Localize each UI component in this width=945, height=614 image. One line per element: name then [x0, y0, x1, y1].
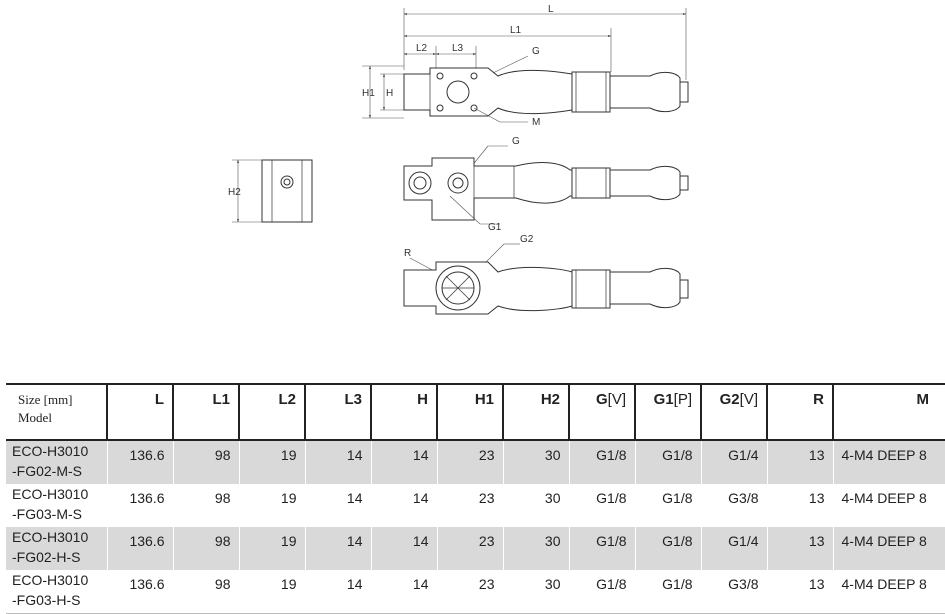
- col-header-L1: L1: [172, 383, 239, 441]
- cell-H: 14: [370, 570, 437, 614]
- model-cell: ECO-H3010-FG02-H-S: [6, 527, 107, 570]
- end-view: H2: [228, 159, 313, 223]
- cell-H2: 30: [502, 440, 569, 484]
- dim-L-label: L: [548, 4, 554, 15]
- dim-L2-label: L2: [416, 43, 428, 54]
- cell-L1: 98: [172, 440, 239, 484]
- cell-L3: 14: [304, 440, 371, 484]
- cell-H1: 23: [436, 440, 503, 484]
- table-row: ECO-H3010-FG03-H-S 136.6 98 19 14 14 23 …: [6, 570, 945, 614]
- cell-G1: G1/8: [634, 527, 701, 570]
- col-header-G1: G1[P]: [634, 383, 701, 441]
- cell-G2: G3/8: [700, 570, 767, 614]
- cell-H1: 23: [436, 527, 503, 570]
- cell-L1: 98: [172, 484, 239, 527]
- table-row: ECO-H3010-FG03-M-S 136.6 98 19 14 14 23 …: [6, 484, 945, 527]
- label-M: M: [532, 117, 540, 128]
- bottom-view: R G2: [403, 234, 689, 315]
- cell-R: 13: [766, 440, 833, 484]
- cell-L3: 14: [304, 527, 371, 570]
- model-label: Model: [18, 410, 52, 425]
- cell-L3: 14: [304, 484, 371, 527]
- cell-L1: 98: [172, 570, 239, 614]
- cell-L: 136.6: [106, 527, 173, 570]
- col-header-G: G[V]: [568, 383, 635, 441]
- cell-H1: 23: [436, 484, 503, 527]
- cell-L2: 19: [238, 527, 305, 570]
- dim-L1-label: L1: [510, 25, 522, 36]
- col-header-H: H: [370, 383, 437, 441]
- cell-L: 136.6: [106, 570, 173, 614]
- cell-L2: 19: [238, 484, 305, 527]
- col-header-H1: H1: [436, 383, 503, 441]
- cell-G: G1/8: [568, 440, 635, 484]
- table-header-row: Size [mm] Model L L1 L2 L3 H H1 H2 G[V] …: [6, 383, 945, 441]
- technical-drawing: L L1 L2 L3 G H1 H: [228, 4, 689, 315]
- cell-G1: G1/8: [634, 570, 701, 614]
- cell-H2: 30: [502, 484, 569, 527]
- cell-M: 4-M4 DEEP 8: [832, 484, 945, 527]
- dim-L3-label: L3: [452, 43, 464, 54]
- dim-H2-label: H2: [228, 187, 241, 198]
- cell-H: 14: [370, 484, 437, 527]
- dim-H-label: H: [386, 88, 393, 99]
- label-G2: G2: [520, 234, 534, 245]
- top-view: L L1 L2 L3 G H1 H: [362, 4, 689, 128]
- cell-L2: 19: [238, 570, 305, 614]
- cell-G: G1/8: [568, 527, 635, 570]
- cell-R: 13: [766, 570, 833, 614]
- dim-H1-label: H1: [362, 88, 375, 99]
- cell-L2: 19: [238, 440, 305, 484]
- cell-L1: 98: [172, 527, 239, 570]
- side-view: G G1: [403, 136, 689, 233]
- cell-G: G1/8: [568, 570, 635, 614]
- label-G1: G1: [488, 222, 502, 233]
- model-cell: ECO-H3010-FG03-H-S: [6, 570, 107, 614]
- cell-H: 14: [370, 527, 437, 570]
- cell-G1: G1/8: [634, 440, 701, 484]
- col-header-G2: G2[V]: [700, 383, 767, 441]
- cell-L: 136.6: [106, 440, 173, 484]
- corner-header: Size [mm] Model: [6, 383, 107, 441]
- cell-H2: 30: [502, 570, 569, 614]
- cell-R: 13: [766, 484, 833, 527]
- cell-H: 14: [370, 440, 437, 484]
- cell-M: 4-M4 DEEP 8: [832, 527, 945, 570]
- model-cell: ECO-H3010-FG02-M-S: [6, 440, 107, 484]
- col-header-R: R: [766, 383, 833, 441]
- spec-table: Size [mm] Model L L1 L2 L3 H H1 H2 G[V] …: [6, 383, 945, 614]
- model-cell: ECO-H3010-FG03-M-S: [12, 486, 89, 522]
- cell-L3: 14: [304, 570, 371, 614]
- cell-G2: G1/4: [700, 440, 767, 484]
- cell-G2: G3/8: [700, 484, 767, 527]
- cell-G: G1/8: [568, 484, 635, 527]
- cell-M: 4-M4 DEEP 8: [832, 570, 945, 614]
- table-row: ECO-H3010-FG02-H-S 136.6 98 19 14 14 23 …: [6, 527, 945, 570]
- col-header-M: M: [832, 383, 945, 441]
- col-header-L2: L2: [238, 383, 305, 441]
- cell-H1: 23: [436, 570, 503, 614]
- cell-G1: G1/8: [634, 484, 701, 527]
- col-header-L3: L3: [304, 383, 371, 441]
- col-header-H2: H2: [502, 383, 569, 441]
- col-header-L: L: [106, 383, 173, 441]
- cell-R: 13: [766, 527, 833, 570]
- cell-M: 4-M4 DEEP 8: [832, 440, 945, 484]
- cell-L: 136.6: [106, 484, 173, 527]
- size-unit-label: Size [mm]: [18, 392, 73, 407]
- label-R: R: [404, 248, 411, 259]
- cell-H2: 30: [502, 527, 569, 570]
- label-G-top: G: [532, 46, 540, 57]
- label-G-side: G: [512, 136, 520, 147]
- cell-G2: G1/4: [700, 527, 767, 570]
- table-row: ECO-H3010-FG02-M-S 136.6 98 19 14 14 23 …: [6, 440, 945, 484]
